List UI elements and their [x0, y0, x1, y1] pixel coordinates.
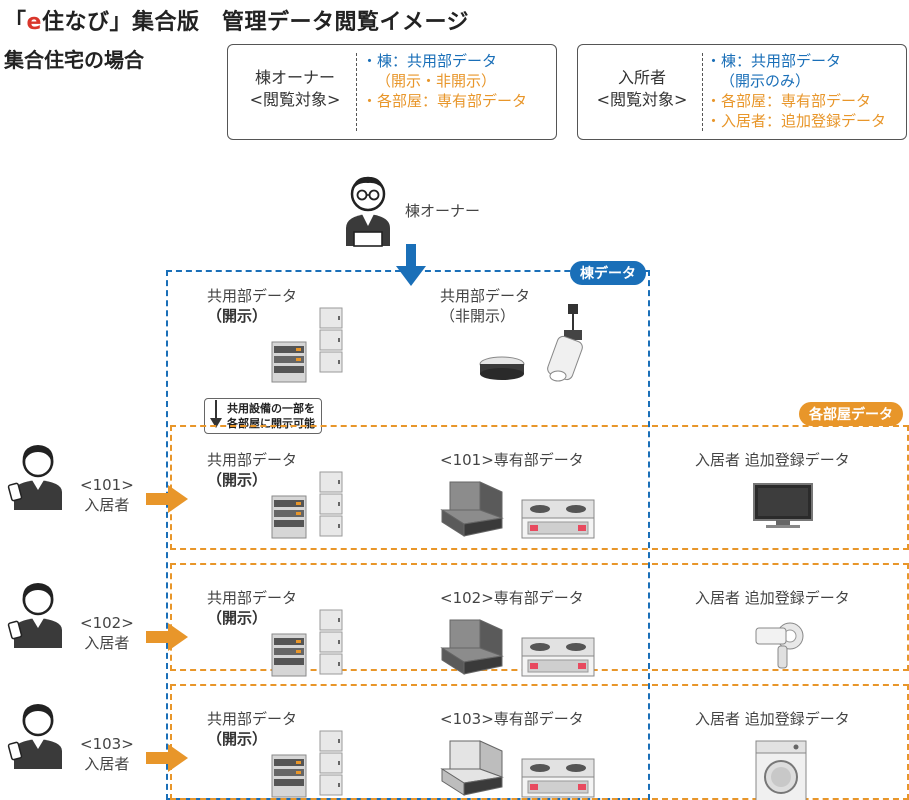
- resident-access-arrow: [146, 744, 188, 772]
- legend-owner: 棟オーナー <閲覧対象> ・棟：共用部データ （開示・非開示） ・各部屋：専有部…: [227, 44, 557, 140]
- room-shared-label: 共用部データ（開示）: [207, 589, 298, 627]
- room-extra-label: 入居者 追加登録データ: [695, 451, 850, 469]
- legend-resident-item3: ・入居者：追加登録データ: [706, 112, 887, 130]
- room-shared-label: 共用部データ（開示）: [207, 451, 298, 489]
- range-hood-icon: [440, 481, 504, 537]
- room-number: <101>: [80, 476, 134, 494]
- resident-role: 入居者: [84, 755, 130, 773]
- legend-owner-item1b: （開示・非開示）: [376, 72, 497, 90]
- legend-resident: 入所者 <閲覧対象> ・棟：共用部データ （開示のみ） ・各部屋：専有部データ …: [577, 44, 907, 140]
- page-subtitle: 集合住宅の場合: [4, 48, 144, 72]
- hair-dryer-icon: [755, 622, 804, 669]
- room-private-label: <103>専有部データ: [440, 710, 584, 728]
- legend-resident-item1: ・棟：共用部データ: [706, 52, 842, 70]
- legend-owner-target: <閲覧対象>: [249, 90, 341, 109]
- gas-stove-icon: [521, 758, 595, 798]
- page-title: 「e住なび」集合版 管理データ閲覧イメージ: [4, 10, 469, 35]
- legend-resident-item1b: （開示のみ）: [720, 72, 811, 90]
- building-shared-private-label: 共用部データ （非開示）: [440, 287, 531, 325]
- room-number: <103>: [80, 735, 134, 753]
- washing-machine-icon: [755, 740, 807, 800]
- building-data-tag: 棟データ: [570, 261, 646, 285]
- legend-resident-item2: ・各部屋：専有部データ: [706, 92, 872, 110]
- resident-role: 入居者: [84, 634, 130, 652]
- range-hood-icon: [440, 619, 504, 675]
- room-number: <102>: [80, 614, 134, 632]
- legend-resident-target: <閲覧対象>: [596, 90, 688, 109]
- note-down-arrow: [210, 400, 222, 428]
- resident-label: <102> 入居者: [80, 613, 134, 653]
- resident-person-icon: [7, 704, 62, 769]
- owner-person-icon: [346, 176, 390, 247]
- legend-owner-who: 棟オーナー: [254, 68, 335, 87]
- room-data-box: [170, 684, 909, 800]
- room-private-label: <101>専有部データ: [440, 451, 584, 469]
- gas-stove-icon: [521, 499, 595, 539]
- resident-access-arrow: [146, 623, 188, 651]
- server-rack-icon: [271, 307, 343, 383]
- gas-stove-icon: [521, 637, 595, 677]
- legend-owner-item2: ・各部屋：専有部データ: [362, 92, 528, 110]
- ceiling-light-icon: [479, 356, 525, 380]
- shared-server-rack-icon: [271, 471, 343, 539]
- television-icon: [753, 483, 813, 528]
- resident-label: <101> 入居者: [80, 475, 134, 515]
- shared-server-rack-icon: [271, 609, 343, 677]
- resident-access-arrow: [146, 485, 188, 513]
- spotlight-icon: [547, 304, 583, 382]
- disclosure-note: 共用設備の一部を 各部屋に開示可能: [204, 398, 322, 434]
- legend-resident-who: 入所者: [617, 68, 666, 87]
- shared-server-rack-icon: [271, 730, 343, 798]
- range-hood-icon: [440, 740, 504, 796]
- building-shared-disclosed-label: 共用部データ （開示）: [207, 287, 298, 325]
- resident-person-icon: [7, 583, 62, 648]
- resident-label: <103> 入居者: [80, 734, 134, 774]
- legend-owner-item1: ・棟：共用部データ: [362, 52, 498, 70]
- room-extra-label: 入居者 追加登録データ: [695, 710, 850, 728]
- room-extra-label: 入居者 追加登録データ: [695, 589, 850, 607]
- rooms-data-tag: 各部屋データ: [799, 402, 903, 426]
- resident-role: 入居者: [84, 496, 130, 514]
- resident-person-icon: [7, 445, 62, 510]
- room-private-label: <102>専有部データ: [440, 589, 584, 607]
- room-shared-label: 共用部データ（開示）: [207, 710, 298, 748]
- owner-label: 棟オーナー: [405, 202, 481, 220]
